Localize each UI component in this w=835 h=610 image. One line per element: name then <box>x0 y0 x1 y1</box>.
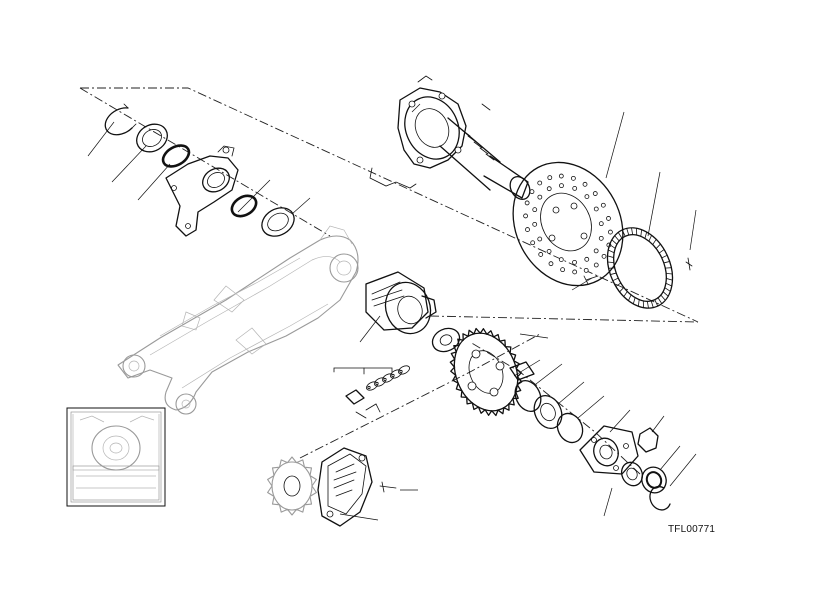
assembly-axis-lines <box>80 88 698 474</box>
swingarm <box>118 226 358 414</box>
front-sprocket-icon <box>268 457 317 515</box>
bearing-race <box>638 463 671 497</box>
figure-reference-code: TFL00771 <box>668 524 715 535</box>
bolt-icon <box>584 258 692 284</box>
caliper-bracket <box>166 146 238 236</box>
circlip-icon-2 <box>650 487 670 510</box>
cush-drive-flange <box>366 272 438 340</box>
drive-chain-icon <box>334 364 411 418</box>
circlip-icon <box>105 104 136 135</box>
inset-thumbnail <box>67 408 165 506</box>
o-ring-1 <box>159 141 192 171</box>
washer-ring-2 <box>257 202 299 242</box>
hub-nut <box>638 428 658 452</box>
sprocket-flange <box>580 426 638 474</box>
callout-leaders <box>88 104 696 520</box>
rear-sprocket-icon <box>443 324 529 421</box>
hub-bracket-label <box>370 168 416 188</box>
brake-disc-icon <box>492 143 644 305</box>
sprocket-cover <box>318 448 396 526</box>
